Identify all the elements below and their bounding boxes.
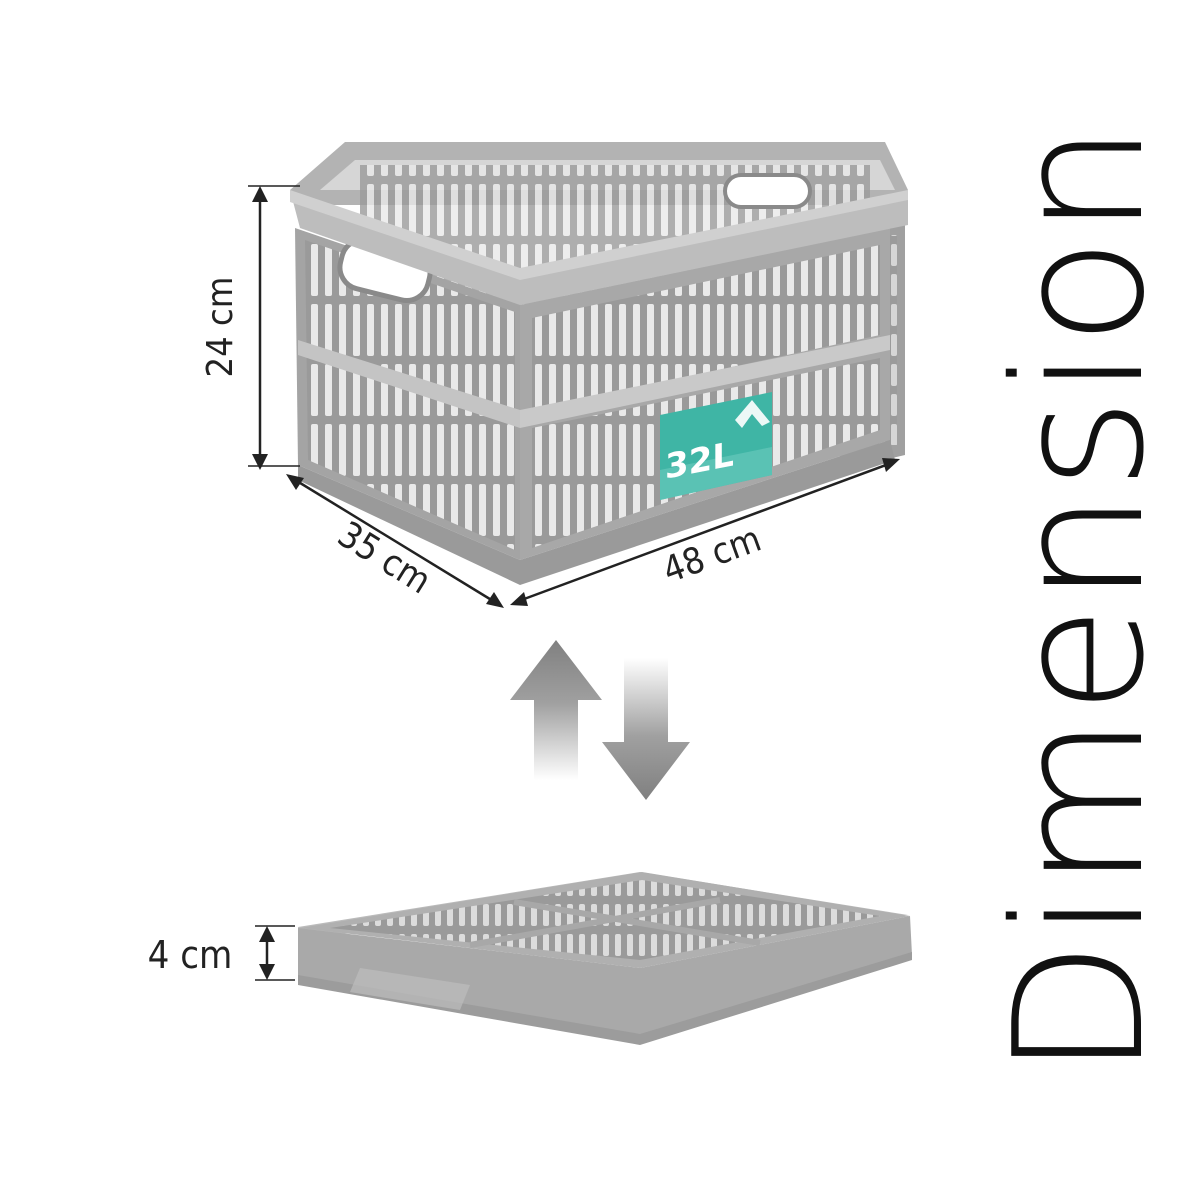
- crate-base: [298, 440, 895, 585]
- arrow-down-icon: [602, 658, 690, 800]
- dimension-title: Dimension: [976, 122, 1183, 1078]
- crate-top-rim: [290, 190, 908, 305]
- fold-unfold-arrows: [510, 640, 690, 800]
- crate-back-handle: [723, 173, 812, 209]
- capacity-label: 32L: [660, 392, 772, 500]
- folded-height-dimension: 4 cm: [148, 925, 295, 981]
- folded-crate-front-edge: [298, 916, 912, 1040]
- brand-logo-icon: [735, 400, 770, 428]
- height-label: 24 cm: [200, 277, 241, 378]
- folded-crate-illustration: [298, 872, 912, 1045]
- folded-height-label: 4 cm: [148, 933, 233, 977]
- arrow-up-icon: [510, 640, 602, 780]
- open-crate-illustration: 32L: [290, 142, 908, 585]
- height-dimension: 24 cm: [200, 185, 300, 470]
